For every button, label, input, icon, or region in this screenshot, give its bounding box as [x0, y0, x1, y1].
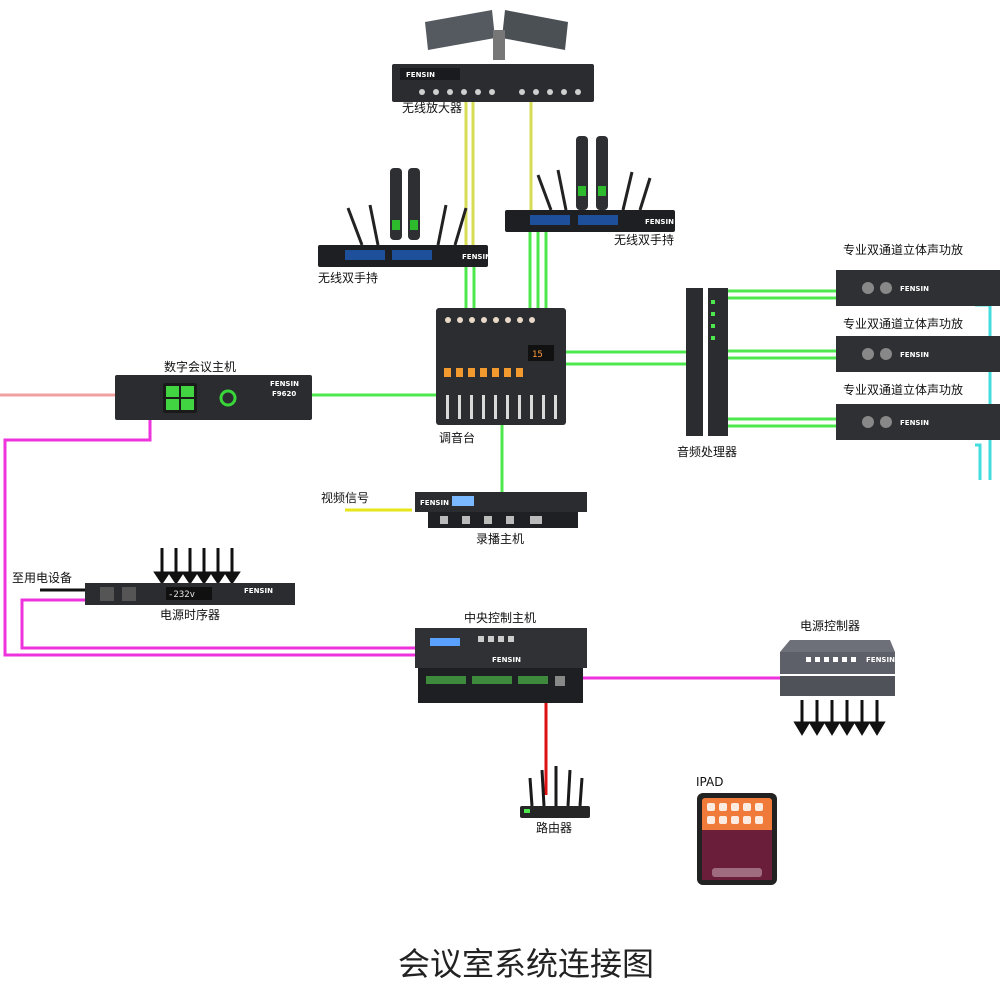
- central-control-host: FENSIN: [415, 628, 587, 703]
- label-central-control-host: 中央控制主机: [464, 610, 536, 625]
- wireless-handheld-left: FENSIN: [318, 168, 491, 267]
- processor-amp-links: [728, 289, 836, 428]
- digital-conference-host: FENSIN F9620: [115, 375, 312, 420]
- connections: [0, 100, 992, 795]
- label-power-controller: 电源控制器: [800, 619, 860, 633]
- conference-brand: FENSIN: [270, 380, 299, 388]
- power-controller-brand: FENSIN: [866, 656, 895, 664]
- power-amp-3: FENSIN: [836, 404, 1000, 440]
- label-power-amp-3: 专业双通道立体声功放: [843, 382, 963, 397]
- recorder-brand: FENSIN: [420, 499, 449, 507]
- label-audio-processor: 音频处理器: [677, 444, 737, 459]
- mixer-display: 15: [532, 350, 543, 360]
- amp3-brand: FENSIN: [900, 419, 929, 427]
- router: [520, 766, 590, 818]
- mixer: 15: [436, 308, 566, 425]
- power-controller: FENSIN: [780, 640, 895, 736]
- power-output-arrows: [793, 700, 886, 736]
- power-amp-1: FENSIN: [836, 270, 1000, 306]
- control-links: [3, 420, 780, 680]
- power-amp-2: FENSIN: [836, 336, 1000, 372]
- label-wireless-handheld-left: 无线双手持: [318, 270, 378, 285]
- amp1-brand: FENSIN: [900, 285, 929, 293]
- central-brand: FENSIN: [492, 656, 521, 664]
- mixer-processor-link: [566, 350, 686, 366]
- sequencer-display: -232v: [168, 590, 195, 600]
- label-power-amp-1: 专业双通道立体声功放: [843, 242, 963, 257]
- amp2-brand: FENSIN: [900, 351, 929, 359]
- antenna-left: [425, 10, 495, 50]
- label-recording-host: 录播主机: [476, 532, 524, 546]
- recording-host: FENSIN: [415, 492, 587, 528]
- label-wireless-handheld-right: 无线双手持: [614, 232, 674, 247]
- sequencer-brand: FENSIN: [244, 587, 273, 595]
- wireless-handheld-right: FENSIN: [505, 136, 675, 232]
- speaker-links: [975, 303, 992, 480]
- label-power-sequencer: 电源时序器: [160, 607, 220, 622]
- diagram-title: 会议室系统连接图: [398, 945, 654, 983]
- label-router: 路由器: [536, 820, 572, 835]
- handheld-left-brand: FENSIN: [462, 253, 491, 261]
- label-wireless-amplifier: 无线放大器: [402, 100, 462, 115]
- mic-3: [576, 136, 588, 210]
- label-digital-conference-host: 数字会议主机: [164, 359, 236, 374]
- power-sequencer: -232v FENSIN: [85, 548, 295, 605]
- label-video-signal: 视频信号: [321, 490, 369, 505]
- handheld-mixer-link: [464, 230, 548, 308]
- label-to-equipment: 至用电设备: [12, 571, 72, 585]
- handheld-right-brand: FENSIN: [645, 218, 674, 226]
- wireless-amp-link: [464, 100, 533, 245]
- label-mixer: 调音台: [439, 430, 475, 445]
- antennas: [425, 10, 568, 60]
- audio-processor: [686, 288, 728, 436]
- power-input-arrows: [153, 548, 241, 585]
- ipad[interactable]: [697, 793, 777, 885]
- label-power-amp-2: 专业双通道立体声功放: [843, 316, 963, 331]
- antenna-right: [502, 10, 568, 50]
- label-ipad: IPAD: [696, 775, 723, 789]
- wireless-amplifier: FENSIN: [392, 64, 594, 102]
- amp-brand: FENSIN: [406, 71, 435, 79]
- mic-4: [596, 136, 608, 210]
- conference-model: F9620: [272, 390, 296, 398]
